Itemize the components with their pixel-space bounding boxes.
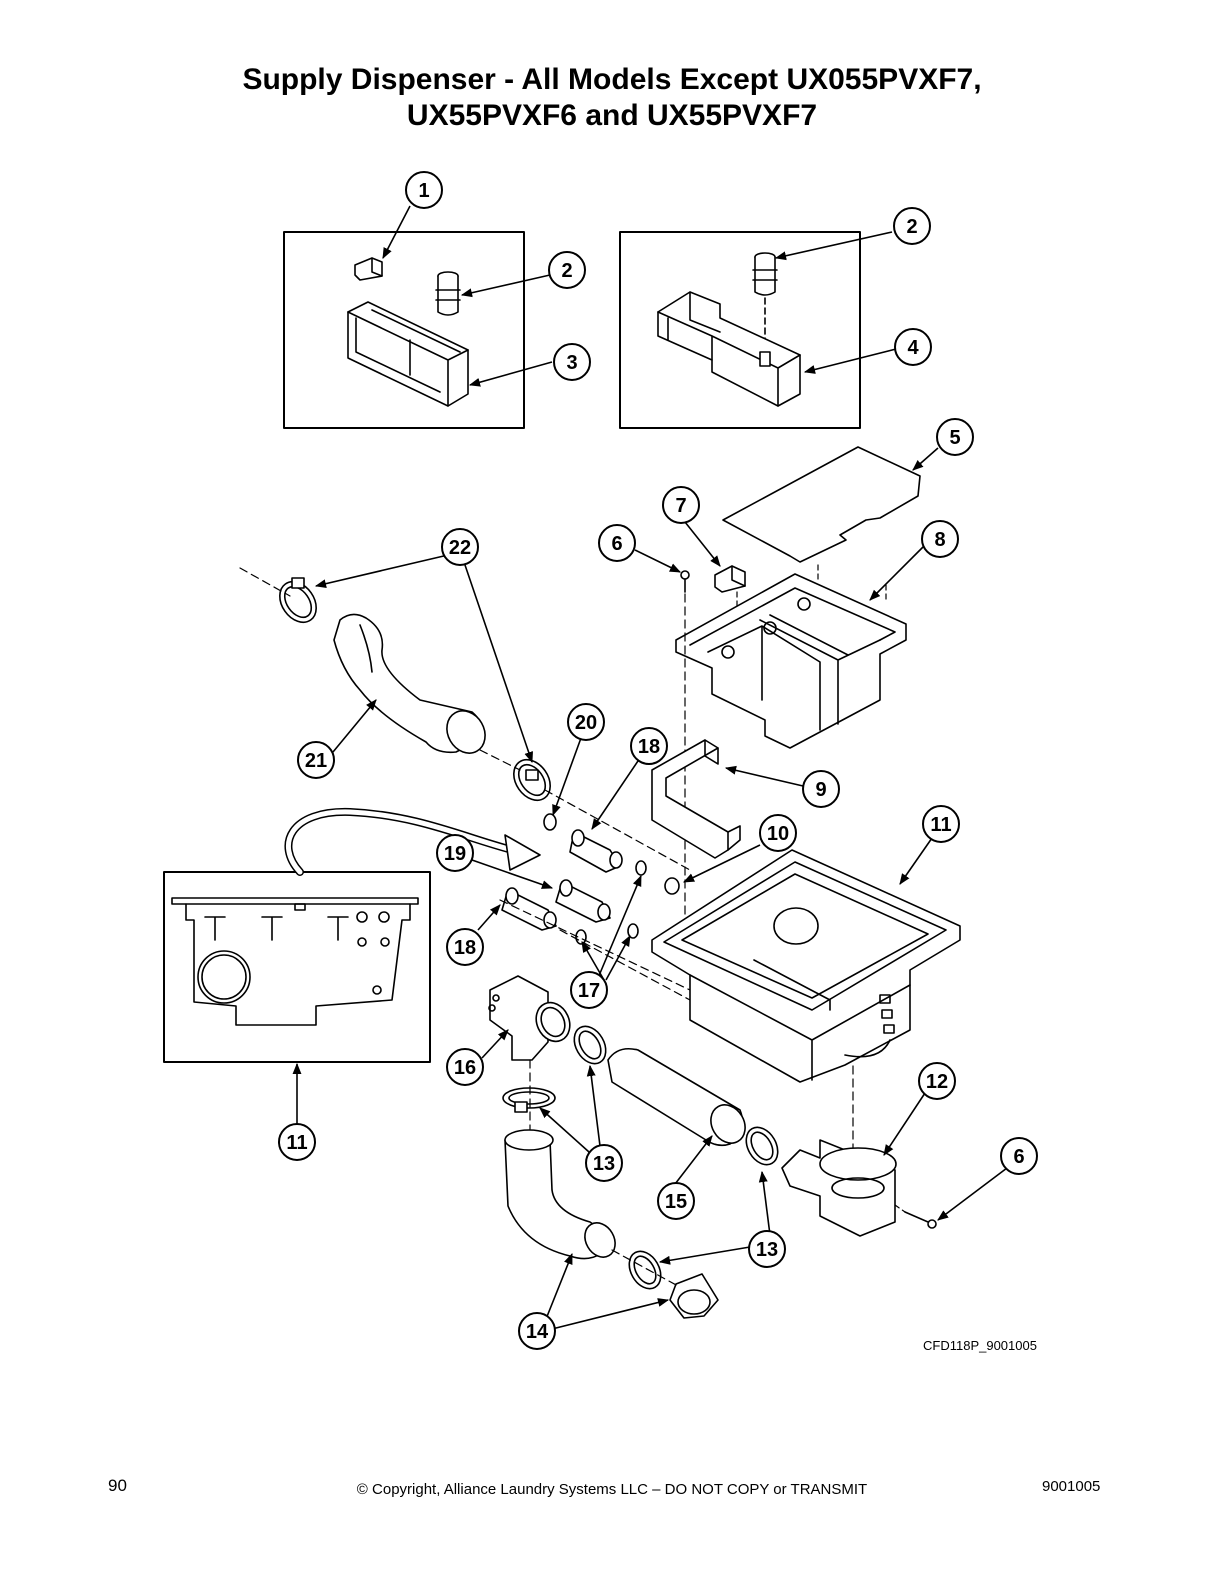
callout-text: 18 bbox=[638, 736, 660, 758]
part-13-clamp-b bbox=[502, 1087, 556, 1113]
callout-3 bbox=[553, 343, 591, 381]
part-6-screw-top bbox=[680, 570, 690, 593]
callout-20 bbox=[567, 703, 605, 741]
callout-2-left bbox=[548, 251, 586, 289]
callout-text: 21 bbox=[305, 750, 327, 772]
callout-2-right bbox=[893, 207, 931, 245]
inset-box-left bbox=[283, 231, 525, 429]
title-line-1: Supply Dispenser - All Models Except UX0… bbox=[242, 63, 982, 96]
callout-21 bbox=[297, 741, 335, 779]
callout-text: 9 bbox=[815, 779, 826, 801]
callout-12 bbox=[918, 1062, 956, 1100]
part-8-dispenser-tray bbox=[675, 573, 907, 749]
callout-text: 1 bbox=[418, 180, 429, 202]
part-9-channel bbox=[651, 739, 741, 859]
callout-text: 2 bbox=[561, 260, 572, 282]
part-17-ring-c bbox=[627, 923, 639, 939]
callout-text: 10 bbox=[767, 823, 789, 845]
callout-4 bbox=[894, 328, 932, 366]
callout-22 bbox=[441, 528, 479, 566]
callout-18-bottom bbox=[446, 928, 484, 966]
part-6-screw-right bbox=[904, 1211, 937, 1229]
callout-text: 5 bbox=[949, 427, 960, 449]
callout-text: 2 bbox=[906, 216, 917, 238]
part-4-compartment-right bbox=[657, 291, 801, 407]
part-14-outlet bbox=[669, 1273, 719, 1319]
part-14-elbow-hose bbox=[504, 1129, 616, 1260]
callout-10 bbox=[759, 814, 797, 852]
part-21-hose bbox=[333, 613, 486, 754]
part-15-hose bbox=[607, 1047, 746, 1147]
title-line-2: UX55PVXF6 and UX55PVXF7 bbox=[406, 99, 818, 132]
part-20-ring bbox=[543, 813, 557, 831]
callout-7 bbox=[662, 486, 700, 524]
callout-text: 20 bbox=[575, 712, 597, 734]
part-17-ring-a bbox=[635, 860, 647, 876]
page-number: 90 bbox=[108, 1476, 127, 1495]
callout-text: 15 bbox=[665, 1191, 687, 1213]
part-16-valve bbox=[488, 975, 571, 1061]
callout-11-inset bbox=[278, 1123, 316, 1161]
part-3-compartment-left bbox=[347, 301, 469, 407]
callout-text: 6 bbox=[611, 533, 622, 555]
part-22-clamp-upper bbox=[279, 577, 317, 624]
part-13-clamp-c bbox=[745, 1126, 779, 1166]
part-18-tube-upper bbox=[569, 829, 623, 873]
inset-box-11 bbox=[163, 807, 541, 1063]
callout-15 bbox=[657, 1182, 695, 1220]
callout-18-top bbox=[630, 727, 668, 765]
callout-6-top bbox=[598, 524, 636, 562]
callout-13-lower bbox=[748, 1230, 786, 1268]
callout-8 bbox=[921, 520, 959, 558]
callout-text: 16 bbox=[454, 1057, 476, 1079]
callout-14 bbox=[518, 1312, 556, 1350]
copyright-notice: © Copyright, Alliance Laundry Systems LL… bbox=[356, 1481, 868, 1498]
callout-6-bottom bbox=[1000, 1137, 1038, 1175]
callout-text: 13 bbox=[593, 1153, 615, 1175]
document-number: 9001005 bbox=[1042, 1478, 1101, 1495]
callout-text: 22 bbox=[449, 537, 471, 559]
part-13-clamp-a bbox=[573, 1025, 607, 1065]
callout-text: 11 bbox=[286, 1132, 307, 1154]
callout-text: 19 bbox=[444, 843, 466, 865]
callout-text: 3 bbox=[566, 352, 577, 374]
callout-17 bbox=[570, 971, 608, 1009]
callout-text: 12 bbox=[926, 1071, 948, 1093]
page-title: Supply Dispenser - All Models Except UX0… bbox=[0, 62, 1224, 134]
callout-text: 14 bbox=[526, 1321, 549, 1343]
callout-text: 13 bbox=[756, 1239, 778, 1261]
part-22-clamp-lower bbox=[513, 758, 551, 802]
part-2-siphon-left bbox=[435, 271, 461, 316]
callout-11-main bbox=[922, 805, 960, 843]
part-12-funnel bbox=[781, 1139, 897, 1237]
callout-9 bbox=[802, 770, 840, 808]
callouts bbox=[278, 171, 1038, 1350]
callout-text: 6 bbox=[1013, 1146, 1024, 1168]
callout-16 bbox=[446, 1048, 484, 1086]
callout-text: 17 bbox=[578, 980, 600, 1002]
part-19-tube bbox=[555, 879, 611, 923]
part-7-cap bbox=[714, 565, 746, 593]
part-5-cover bbox=[722, 446, 921, 563]
callout-5 bbox=[936, 418, 974, 456]
part-1-cap-left bbox=[354, 257, 383, 281]
callout-19 bbox=[436, 834, 474, 872]
figure-id: CFD118P_9001005 bbox=[923, 1338, 1037, 1353]
inset-box-right bbox=[619, 231, 861, 429]
callout-text: 4 bbox=[907, 337, 919, 359]
callout-text: 8 bbox=[934, 529, 945, 551]
callout-13-upper bbox=[585, 1144, 623, 1182]
callout-1 bbox=[405, 171, 443, 209]
part-18-tube-lower bbox=[501, 887, 557, 931]
callout-text: 18 bbox=[454, 937, 476, 959]
part-13-clamp-d bbox=[628, 1250, 662, 1290]
part-11-housing bbox=[651, 849, 961, 1083]
callout-text: 7 bbox=[675, 495, 686, 517]
callout-text: 11 bbox=[930, 814, 951, 836]
part-10-bushing bbox=[664, 877, 680, 895]
